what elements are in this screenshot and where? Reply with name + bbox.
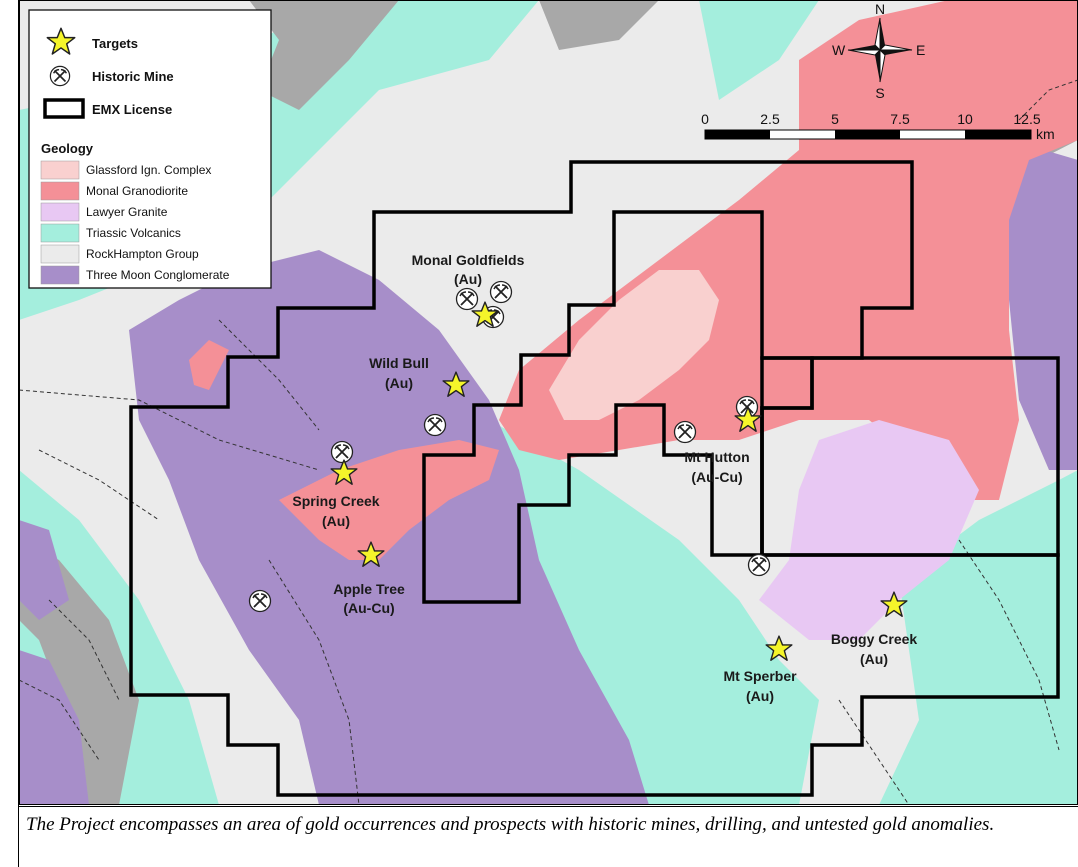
legend-swatch-lawyer [40,202,80,222]
svg-text:(Au): (Au) [385,375,413,391]
unit-grey [249,0,399,110]
svg-text:Historic Mine: Historic Mine [92,69,174,84]
emx-license-inner-boundary[interactable] [422,210,814,604]
historic-mine-icon[interactable] [455,287,479,311]
svg-text:(Au-Cu): (Au-Cu) [343,600,394,616]
historic-mine-icon[interactable] [423,413,447,437]
svg-text:RockHampton Group: RockHampton Group [86,247,199,261]
svg-text:km: km [1036,126,1055,142]
svg-text:Three Moon Conglomerate: Three Moon Conglomerate [86,268,230,282]
svg-text:Triassic Volcanics: Triassic Volcanics [86,226,181,240]
map-legend: Targets Historic Mine EMX License Geolog… [28,9,272,289]
historic-mine-icon[interactable] [330,440,354,464]
target-label-spring-creek: Spring Creek (Au) [292,493,379,529]
unit-monal-granodiorite [189,340,229,390]
geology-map[interactable]: Monal Goldfields (Au) Wild Bull (Au) Spr… [19,0,1078,805]
svg-text:(Au): (Au) [746,688,774,704]
figure-frame [18,0,1078,867]
unit-lawyer-granite [759,420,979,640]
svg-text:Mt Hutton: Mt Hutton [684,449,749,465]
svg-text:5: 5 [831,111,839,127]
historic-mine-icon[interactable] [747,553,771,577]
compass-rose: N S E W [832,1,925,101]
svg-text:(Au-Cu): (Au-Cu) [691,469,742,485]
svg-text:Targets: Targets [92,36,138,51]
unit-grey [539,0,659,50]
scale-bar: 0 2.5 5 7.5 10 12.5 km [701,111,1055,142]
caption-divider [18,806,1078,807]
unit-three-moon-conglomerate [1009,150,1078,470]
compass-e: E [916,42,925,58]
svg-text:10: 10 [957,111,973,127]
svg-text:12.5: 12.5 [1013,111,1040,127]
legend-swatch-triassic [40,223,80,243]
compass-n: N [875,1,885,17]
svg-text:EMX License: EMX License [92,102,172,117]
unit-glassford-ign-complex [549,270,719,420]
unit-three-moon-conglomerate [19,650,89,805]
target-label-monal-goldfields: Monal Goldfields (Au) [412,252,525,287]
legend-swatch-rockhampton [40,244,80,264]
svg-text:7.5: 7.5 [890,111,910,127]
legend-swatch-three-moon [40,265,80,285]
svg-text:0: 0 [701,111,709,127]
svg-text:Monal Granodiorite: Monal Granodiorite [86,184,188,198]
target-label-apple-tree: Apple Tree (Au-Cu) [333,581,405,616]
historic-mine-icon[interactable] [489,280,513,304]
unit-monal-granodiorite [279,440,499,560]
svg-text:Wild Bull: Wild Bull [369,355,429,371]
unit-triassic-volcanics [699,0,819,100]
svg-text:Apple Tree: Apple Tree [333,581,405,597]
svg-text:Spring Creek: Spring Creek [292,493,379,509]
legend-swatch-glassford [40,160,80,180]
target-label-mt-hutton: Mt Hutton (Au-Cu) [684,449,749,485]
figure-caption: The Project encompasses an area of gold … [26,814,995,835]
unit-three-moon-conglomerate [19,520,69,620]
svg-text:(Au): (Au) [322,513,350,529]
historic-mine-icon[interactable] [673,420,697,444]
svg-text:(Au): (Au) [860,651,888,667]
compass-s: S [875,85,884,101]
svg-text:Geology: Geology [41,141,94,156]
target-label-mt-sperber: Mt Sperber (Au) [723,668,797,704]
svg-text:Glassford Ign. Complex: Glassford Ign. Complex [86,163,211,177]
target-label-boggy-creek: Boggy Creek (Au) [831,631,918,667]
historic-mine-icon[interactable] [248,589,272,613]
legend-license-swatch [43,98,85,119]
svg-text:Lawyer Granite: Lawyer Granite [86,205,168,219]
emx-license-east-block[interactable] [760,356,1060,557]
svg-text:Monal Goldfields: Monal Goldfields [412,252,525,268]
fault-lines [19,79,1078,805]
svg-text:(Au): (Au) [454,271,482,287]
svg-text:Mt Sperber: Mt Sperber [723,668,797,684]
legend-historic-mine-icon [49,65,71,87]
unit-triassic-volcanics [479,420,819,805]
svg-text:2.5: 2.5 [760,111,780,127]
svg-text:Boggy Creek: Boggy Creek [831,631,918,647]
emx-license-boundary[interactable] [129,160,1060,797]
legend-swatch-monal [40,181,80,201]
target-label-wild-bull: Wild Bull (Au) [369,355,429,391]
compass-w: W [832,42,846,58]
